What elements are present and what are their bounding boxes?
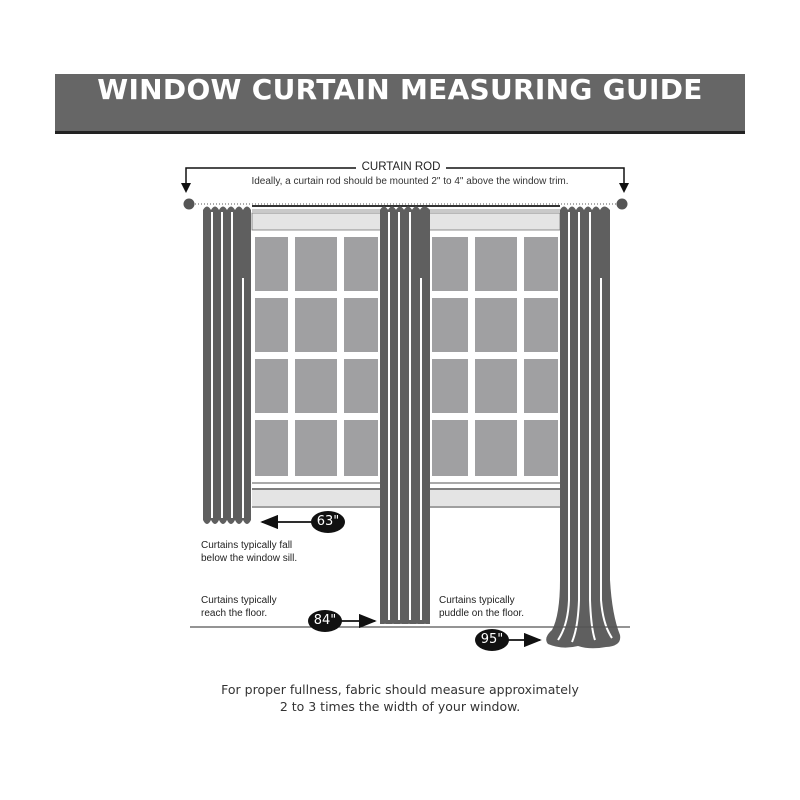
rod-note: Ideally, a curtain rod should be mounted… <box>251 176 569 187</box>
measure-63-value: 63" <box>316 514 340 529</box>
arrow-down-left-icon <box>181 183 191 193</box>
note-84: Curtains typically reach the floor. <box>201 594 277 620</box>
page-title: WINDOW CURTAIN MEASURING GUIDE <box>97 73 703 106</box>
fullness-note: For proper fullness, fabric should measu… <box>150 681 650 715</box>
note-84-line1: Curtains typically <box>201 595 277 606</box>
rod-finial-left-icon <box>183 198 195 210</box>
note-84-line2: reach the floor. <box>201 608 268 619</box>
measure-badge-63 <box>311 511 345 533</box>
curtain-right <box>546 206 621 649</box>
measure-badge-95 <box>475 629 509 651</box>
curtain-middle <box>380 206 430 627</box>
note-63-line1: Curtains typically fall <box>201 540 293 551</box>
title-banner: WINDOW CURTAIN MEASURING GUIDE <box>55 74 745 134</box>
measure-95-value: 95" <box>480 632 504 647</box>
measure-84-indicator <box>308 610 377 632</box>
note-63-line2: below the window sill. <box>201 553 298 564</box>
curtain-left <box>203 206 251 524</box>
arrow-down-right-icon <box>619 183 629 193</box>
rod-label: CURTAIN ROD <box>356 160 446 174</box>
rod-bracket <box>181 167 629 193</box>
measure-84-value: 84" <box>313 613 337 628</box>
curtain-rod <box>183 198 628 210</box>
note-95: Curtains typically puddle on the floor. <box>439 594 524 620</box>
note-63: Curtains typically fall below the window… <box>201 539 297 565</box>
fullness-note-line1: For proper fullness, fabric should measu… <box>221 682 579 697</box>
measure-63-indicator <box>260 511 345 533</box>
note-95-line1: Curtains typically <box>439 595 515 606</box>
measure-badge-84 <box>308 610 342 632</box>
note-95-line2: puddle on the floor. <box>439 608 525 619</box>
rod-finial-right-icon <box>616 198 628 210</box>
fullness-note-line2: 2 to 3 times the width of your window. <box>279 699 521 714</box>
measure-95-indicator <box>475 629 542 651</box>
